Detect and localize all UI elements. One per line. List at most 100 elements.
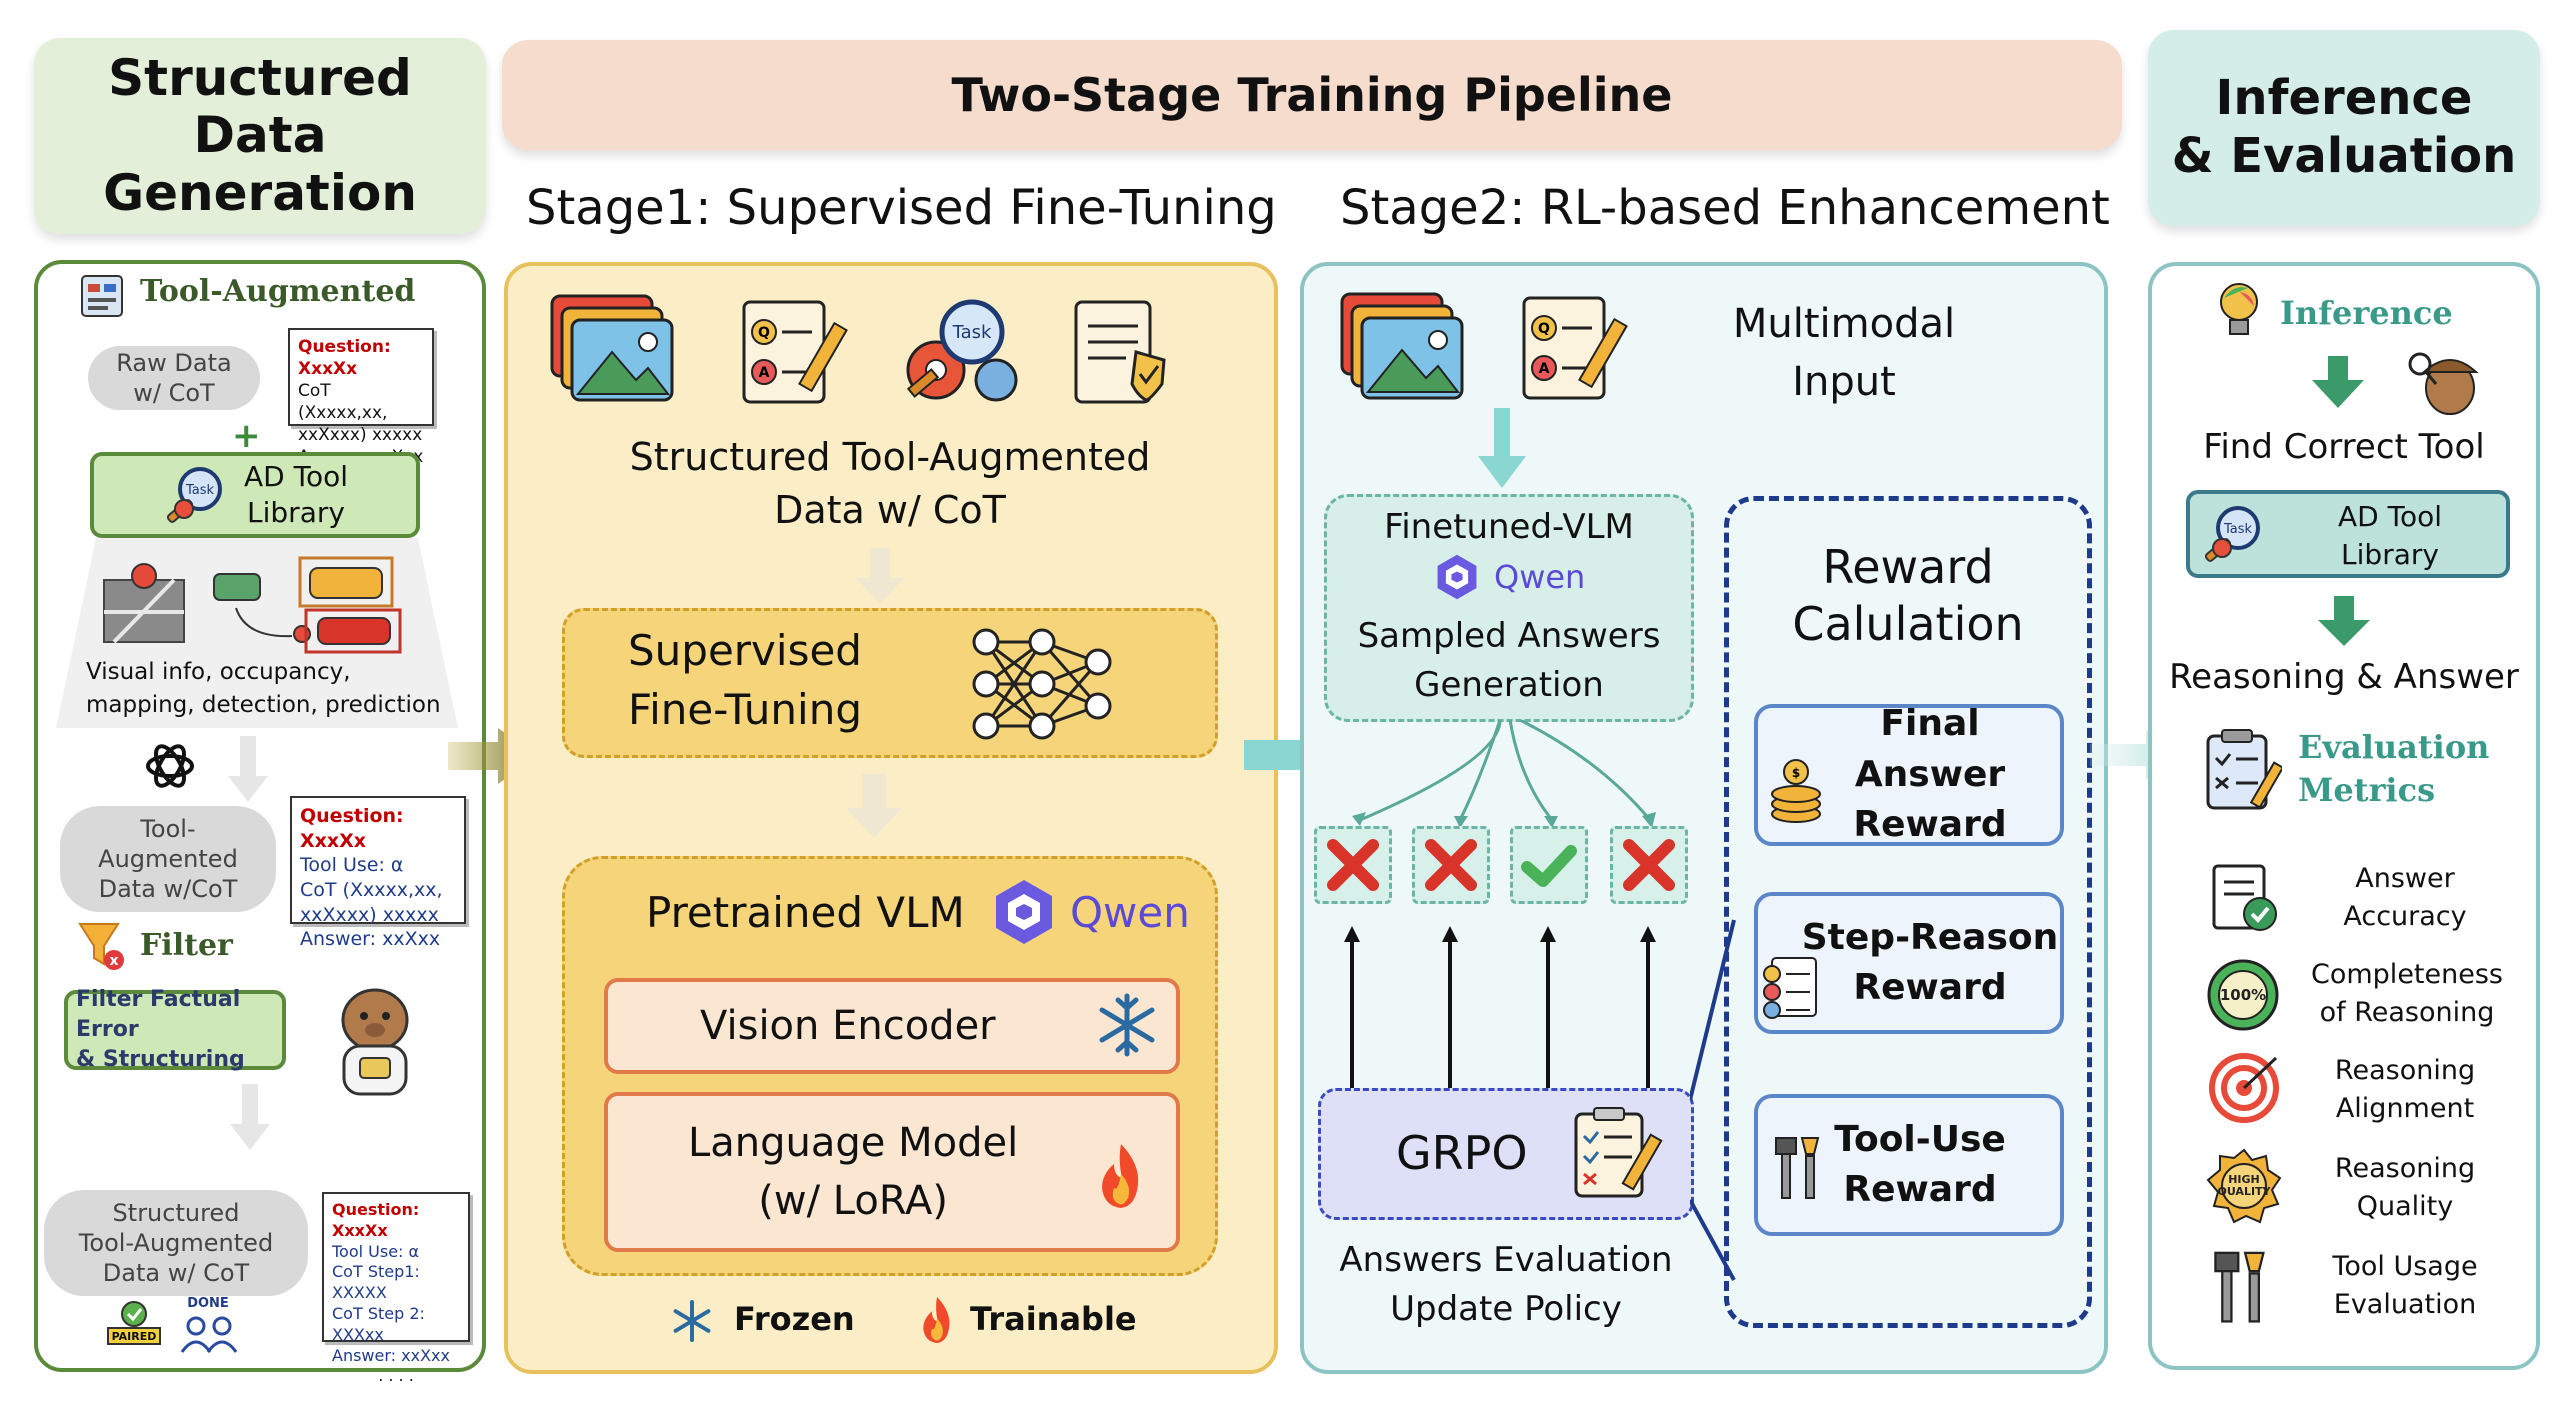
checklist-shield-icon	[1066, 292, 1176, 412]
images-stack-icon-2	[1338, 288, 1468, 408]
qwen-label-2: Qwen	[1494, 558, 1586, 596]
tool-usage-icon	[2210, 1246, 2278, 1326]
qa-card-2: Question: XxxXx Tool Use: α CoT (Xxxxx,x…	[290, 796, 466, 950]
coin-stack-icon: $	[1766, 756, 1826, 826]
tools-icon	[1774, 1132, 1828, 1202]
openai-icon	[140, 736, 200, 796]
svg-text:x: x	[109, 953, 118, 969]
up-arrows	[1314, 926, 1694, 1088]
svg-text:A: A	[759, 365, 770, 381]
language-model-box: Language Model (w/ LoRA)	[604, 1092, 1180, 1252]
tool-augmented-data-pill: Tool- Augmented Data w/CoT	[60, 806, 276, 912]
evaluation-metrics-label: Evaluation Metrics	[2298, 728, 2490, 810]
stage2-title: Stage2: RL-based Enhancement	[1340, 180, 2110, 236]
qwen-logo-icon-2	[1432, 552, 1482, 602]
down-arrow-stage1-2	[846, 774, 902, 838]
svg-text:Task: Task	[2223, 522, 2253, 537]
answers-eval-label: Answers Evaluation Update Policy	[1339, 1239, 1673, 1329]
capybara-astronaut-icon	[320, 980, 430, 1100]
snowflake-icon-2	[670, 1298, 714, 1344]
svg-text:Task: Task	[185, 483, 215, 498]
paired-label: PAIRED	[111, 1330, 157, 1343]
ad-tool-library-box: Task AD Tool Library	[90, 452, 420, 538]
structured-data-pill: Structured Tool-Augmented Data w/ CoT	[44, 1190, 308, 1296]
tool-use-reward-label: Tool-Use Reward	[1834, 1118, 2006, 1210]
task-search-icon: Task	[162, 461, 230, 529]
high-quality-badge-text: HIGH QUALITY	[2217, 1172, 2271, 1198]
correct-answer-box	[1510, 826, 1588, 904]
reward-calculation-box	[1724, 496, 2092, 1328]
target-icon	[2206, 1050, 2282, 1126]
completeness-label: Completeness of Reasoning	[2311, 959, 2503, 1028]
down-arrow-right-1	[2312, 356, 2364, 408]
sft-box	[562, 608, 1218, 758]
right-header: Inference & Evaluation	[2148, 30, 2540, 226]
ad-tool-library-label: AD Tool Library	[243, 459, 348, 529]
svg-text:Q: Q	[758, 325, 770, 341]
cross-icon-2	[1425, 839, 1477, 891]
pretrained-vlm-label: Pretrained VLM	[646, 888, 965, 937]
stage1-title: Stage1: Supervised Fine-Tuning	[526, 180, 1277, 236]
plus-icon: +	[232, 416, 261, 456]
down-arrow-1	[228, 736, 268, 802]
qwen-label-1: Qwen	[1070, 888, 1190, 937]
reasoning-answer-label: Reasoning & Answer	[2169, 657, 2519, 697]
sampled-answers-label: Sampled Answers Generation	[1357, 615, 1661, 705]
check-icon	[1521, 845, 1577, 887]
answer-accuracy-label: Answer Accuracy	[2343, 863, 2467, 932]
step-reason-reward-label: Step-Reason Reward	[1801, 916, 2059, 1008]
high-quality-badge-icon	[2206, 1148, 2282, 1224]
answer-accuracy-icon	[2206, 860, 2282, 936]
reasoning-alignment-label: Reasoning Alignment	[2334, 1055, 2476, 1124]
qa-card-3: Question: XxxXx Tool Use: α CoT Step1: X…	[322, 1192, 470, 1385]
grpo-box	[1318, 1088, 1694, 1220]
svg-text:Task: Task	[952, 322, 992, 343]
stage1-data-label: Structured Tool-Augmented Data w/ CoT	[629, 434, 1151, 532]
multimodal-input-label: Multimodal Input	[1732, 301, 1956, 405]
grpo-checklist-icon	[1566, 1104, 1666, 1204]
inference-label: Inference	[2280, 294, 2453, 332]
raw-data-pill: Raw Data w/ CoT	[88, 346, 260, 410]
wrong-answer-box-3	[1610, 826, 1688, 904]
frozen-label: Frozen	[734, 1300, 855, 1338]
down-arrow-stage2	[1478, 408, 1526, 488]
wrong-answer-box-1	[1314, 826, 1392, 904]
completeness-100-text: 100%	[2219, 986, 2267, 1004]
qa-card-1: Question: XxxXx CoT (Xxxxx,xx, xxXxxx) x…	[288, 328, 434, 490]
filter-label: Filter	[140, 928, 233, 963]
done-people-icon	[178, 1314, 242, 1354]
images-stack-icon	[548, 290, 678, 410]
vision-encoder-box: Vision Encoder	[604, 978, 1180, 1074]
fire-icon-1	[1092, 1140, 1150, 1212]
step-list-icon	[1762, 952, 1826, 1022]
sample-arrows	[1300, 718, 1700, 840]
tool-augmented-label: Tool-Augmented	[140, 274, 416, 309]
evaluation-clipboard-icon	[2200, 726, 2285, 812]
trainable-label: Trainable	[970, 1300, 1137, 1338]
cross-icon-1	[1327, 839, 1379, 891]
reward-calculation-title: Reward Calulation	[1792, 539, 2024, 652]
task-search-icon-right: Task	[2200, 500, 2268, 568]
detective-animal-icon	[2404, 344, 2482, 422]
down-arrow-right-2	[2318, 596, 2370, 646]
final-answer-reward-label: Final Answer Reward	[1853, 703, 2007, 846]
filter-box: Filter Factual Error & Structuring	[64, 987, 286, 1072]
svg-text:A: A	[1539, 361, 1550, 377]
cross-icon-3	[1623, 839, 1675, 891]
tool-usage-label: Tool Usage Evaluation	[2332, 1251, 2478, 1320]
done-label: DONE	[187, 1296, 229, 1311]
completeness-100-icon	[2204, 956, 2282, 1034]
visual-info-area	[56, 538, 458, 728]
finetuned-vlm-label: Finetuned-VLM	[1384, 507, 1634, 547]
visual-info-label: Visual info, occupancy, mapping, detecti…	[86, 659, 441, 719]
wrong-answer-box-2	[1412, 826, 1490, 904]
find-correct-tool-label: Find Correct Tool	[2203, 427, 2485, 467]
neural-network-icon	[968, 622, 1116, 746]
fire-icon-2	[916, 1294, 958, 1346]
grpo-label: GRPO	[1396, 1126, 1528, 1180]
inference-lightbulb-icon	[2214, 280, 2264, 342]
reasoning-quality-label: Reasoning Quality	[2334, 1153, 2476, 1222]
paired-badge	[106, 1296, 162, 1352]
